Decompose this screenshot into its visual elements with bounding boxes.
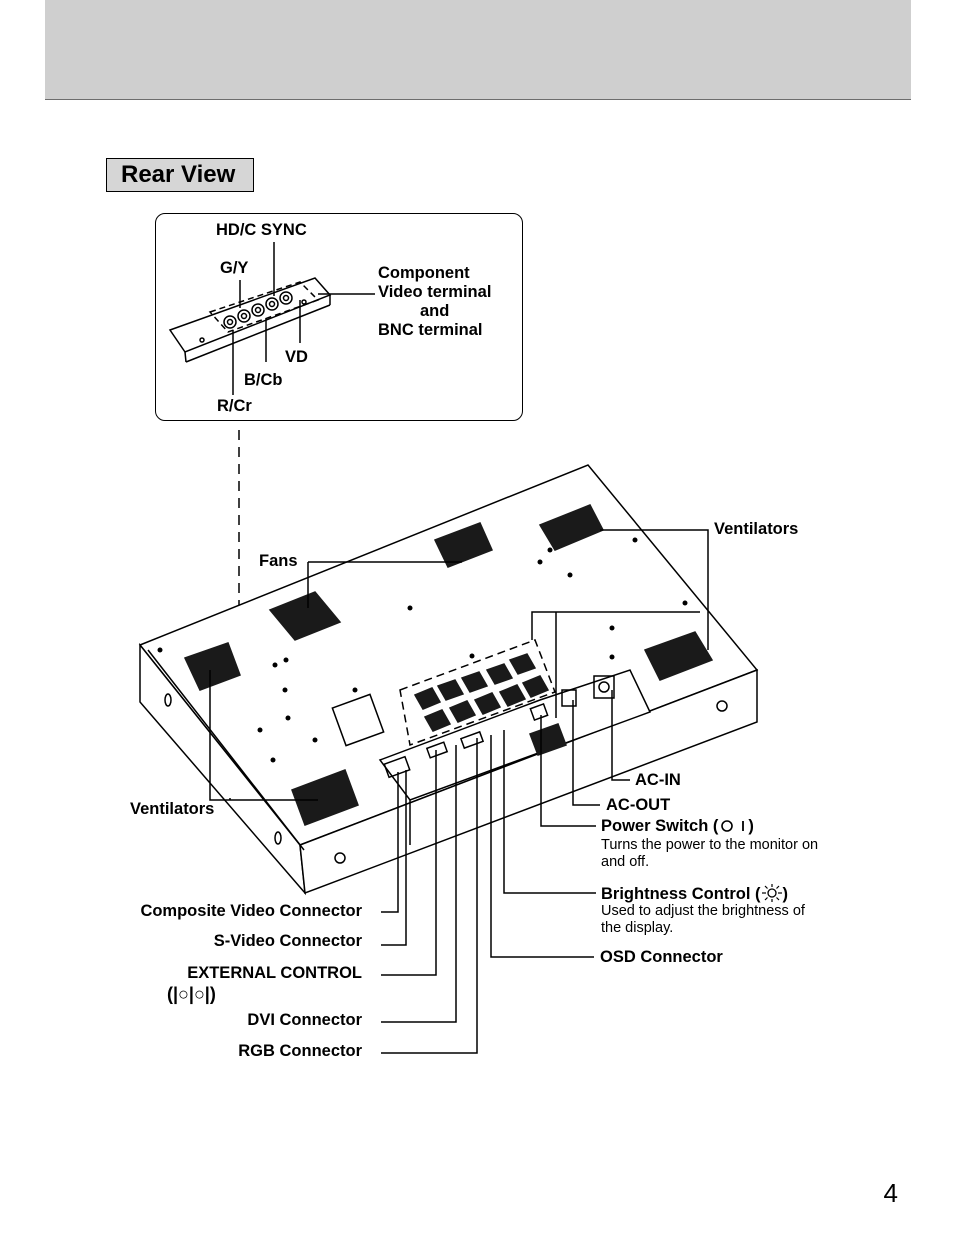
leader-lines xyxy=(209,529,709,1054)
component-line-2: Video terminal xyxy=(378,283,492,301)
label-composite-video-connector: Composite Video Connector xyxy=(140,902,362,920)
brightness-close: ) xyxy=(782,885,789,903)
bnc-connector-hd-sync xyxy=(265,297,279,311)
composite-video-port xyxy=(383,755,411,779)
label-dvi-connector: DVI Connector xyxy=(247,1011,362,1029)
component-line-3: and xyxy=(420,302,450,320)
screw-holes xyxy=(157,537,688,763)
label-hd-c-sync: HD/C SYNC xyxy=(216,221,307,239)
label-b-cb: B/Cb xyxy=(244,371,283,389)
label-brightness-control: Brightness Control () xyxy=(601,884,788,904)
ac-out-socket xyxy=(561,689,577,707)
power-switch-close: ) xyxy=(748,817,754,835)
bnc-connector-b-cb xyxy=(251,303,265,317)
ventilator-grille-right xyxy=(643,631,714,681)
bnc-terminal-drawing xyxy=(168,242,375,395)
bnc-connector-g-y xyxy=(237,309,251,323)
ventilator-grille-left xyxy=(183,642,241,691)
rear-panel-connectors xyxy=(383,675,615,779)
fans-drawing xyxy=(268,522,494,641)
rgb-port xyxy=(459,730,485,750)
connector-panel-vents xyxy=(413,653,567,756)
fan-left xyxy=(268,591,342,641)
label-ac-in: AC-IN xyxy=(635,771,681,789)
power-switch-description: Turns the power to the monitor on and of… xyxy=(601,837,819,870)
external-control-symbol: (|○|○|) xyxy=(167,984,216,1004)
brightness-text: Brightness Control ( xyxy=(601,885,761,903)
label-osd-connector: OSD Connector xyxy=(600,948,723,966)
label-g-y: G/Y xyxy=(220,259,249,277)
label-s-video-connector: S-Video Connector xyxy=(213,932,362,950)
bnc-connector-vd xyxy=(279,291,293,305)
label-power-switch: Power Switch () xyxy=(601,817,754,836)
page-number: 4 xyxy=(883,1178,898,1208)
fan-center xyxy=(433,522,494,568)
label-ac-out: AC-OUT xyxy=(606,796,671,814)
ventilator-grilles xyxy=(183,504,714,826)
label-rgb-connector: RGB Connector xyxy=(238,1042,362,1060)
component-line-1: Component xyxy=(378,264,470,282)
label-ventilators-top: Ventilators xyxy=(714,520,799,538)
label-fans: Fans xyxy=(259,552,298,570)
bnc-connector-r-cr xyxy=(223,315,237,329)
label-vd: VD xyxy=(285,348,308,366)
brightness-icon xyxy=(761,884,782,902)
label-external-control: EXTERNAL CONTROL xyxy=(187,964,362,982)
mounting-holes xyxy=(164,693,728,864)
external-control-port xyxy=(425,741,449,759)
brightness-description: Used to adjust the brightness of the dis… xyxy=(601,903,805,936)
power-switch-text: Power Switch ( xyxy=(601,817,719,835)
label-ventilators-left: Ventilators xyxy=(130,800,215,818)
power-switch-icon xyxy=(721,820,745,832)
label-r-cr: R/Cr xyxy=(217,397,252,415)
ac-in-socket xyxy=(593,675,615,699)
section-title: Rear View xyxy=(106,158,254,192)
monitor-body xyxy=(138,464,759,896)
ventilator-grille-front xyxy=(291,769,359,826)
header-band xyxy=(45,0,911,100)
component-line-4: BNC terminal xyxy=(378,321,483,339)
